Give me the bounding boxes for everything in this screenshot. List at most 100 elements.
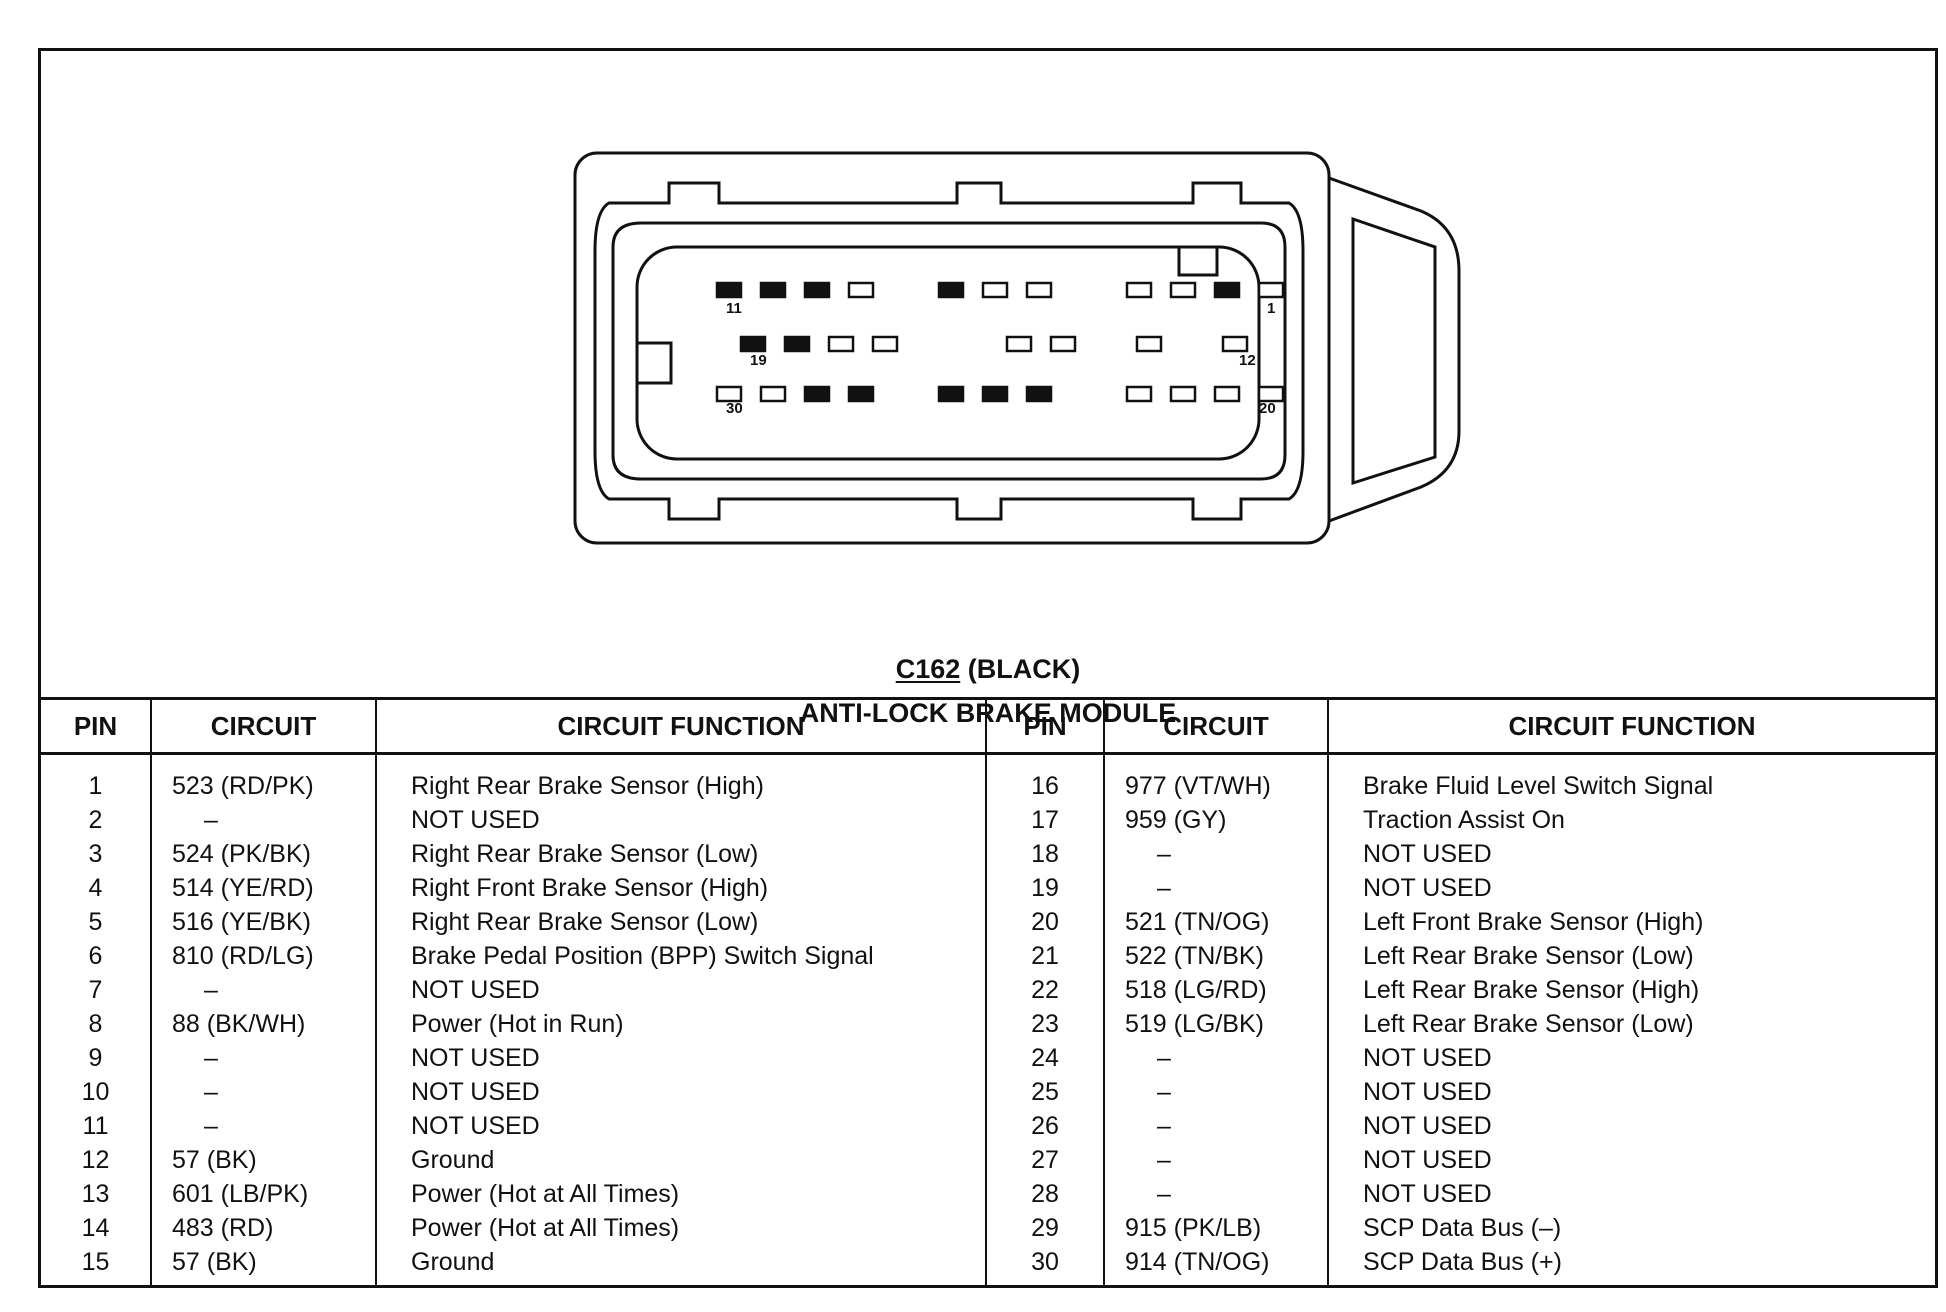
left-pin-cell: 6 — [88, 942, 103, 970]
pin-cavity-row2-4 — [871, 335, 899, 353]
right-circuit-cell: 959 (GY) — [1125, 806, 1227, 834]
pin-cavity-row2-5 — [1005, 335, 1033, 353]
left-function-cell: NOT USED — [411, 1044, 540, 1072]
left-function-cell: Right Rear Brake Sensor (Low) — [411, 908, 759, 936]
left-circuit-cell: 523 (RD/PK) — [172, 772, 314, 800]
left-pin-cell: 3 — [88, 840, 103, 868]
left-function-cell: NOT USED — [411, 806, 540, 834]
left-pin-cell: 2 — [88, 806, 103, 834]
pin-cavity-row2-6 — [1049, 335, 1077, 353]
left-function-cell: Ground — [411, 1248, 495, 1276]
left-circuit-cell: 514 (YE/RD) — [172, 874, 314, 902]
connector-housing — [573, 151, 1331, 545]
right-function-cell: NOT USED — [1363, 840, 1492, 868]
right-circuit-cell: – — [1157, 1146, 1171, 1174]
left-pin-cell: 12 — [81, 1146, 110, 1174]
right-circuit-column: 977 (VT/WH)959 (GY)––521 (TN/OG)522 (TN/… — [1103, 753, 1329, 1285]
key-slot-left — [635, 341, 673, 385]
diagram-frame: 11 1 19 12 30 20 C162 (BLACK) ANTI-LOCK … — [38, 48, 1938, 1288]
pin-field — [635, 245, 1261, 461]
pin-cavity-row3-10 — [1213, 385, 1241, 403]
left-pin-cell: 8 — [88, 1010, 103, 1038]
left-circuit-cell: – — [204, 1078, 218, 1106]
left-pin-cell: 14 — [81, 1214, 110, 1242]
left-function-cell: NOT USED — [411, 1078, 540, 1106]
right-circuit-cell: 521 (TN/OG) — [1125, 908, 1270, 936]
pin-cavity-row2-8 — [1221, 335, 1249, 353]
right-function-cell: Traction Assist On — [1363, 806, 1565, 834]
left-circuit-cell: 516 (YE/BK) — [172, 908, 311, 936]
right-pin-cell: 23 — [1031, 1010, 1059, 1038]
right-circuit-cell: 519 (LG/BK) — [1125, 1010, 1264, 1038]
left-circuit-cell: 601 (LB/PK) — [172, 1180, 309, 1208]
left-function-cell: Power (Hot in Run) — [411, 1010, 624, 1038]
pin-cavity-row3-6 — [981, 385, 1009, 403]
connector-title: C162 (BLACK) — [41, 651, 1935, 687]
left-circuit-cell: – — [204, 976, 218, 1004]
left-pin-cell: 4 — [88, 874, 103, 902]
pin-cavity-row2-1 — [739, 335, 767, 353]
right-pin-cell: 20 — [1031, 908, 1059, 936]
pin-cavity-row3-2 — [759, 385, 787, 403]
pin-cavity-row1-11 — [1257, 281, 1285, 299]
right-circuit-cell: – — [1157, 1078, 1171, 1106]
pin-cavity-row3-4 — [847, 385, 875, 403]
right-function-cell: Left Rear Brake Sensor (Low) — [1363, 1010, 1694, 1038]
left-function-cell: Power (Hot at All Times) — [411, 1214, 680, 1242]
right-circuit-cell: 518 (LG/RD) — [1125, 976, 1267, 1004]
key-slot-top — [1177, 245, 1219, 277]
right-circuit-cell: – — [1157, 1112, 1171, 1140]
right-function-cell: NOT USED — [1363, 1044, 1492, 1072]
left-circuit-cell: 57 (BK) — [172, 1248, 257, 1276]
right-function-cell: NOT USED — [1363, 874, 1492, 902]
left-pin-cell: 13 — [81, 1180, 110, 1208]
left-function-cell: Right Front Brake Sensor (High) — [411, 874, 769, 902]
connector-latch — [1328, 176, 1461, 523]
pin-cavity-row3-7 — [1025, 385, 1053, 403]
right-pin-cell: 28 — [1031, 1180, 1059, 1208]
pin-cavity-row1-2 — [759, 281, 787, 299]
pin-cavity-row3-9 — [1169, 385, 1197, 403]
right-pin-cell: 19 — [1031, 874, 1059, 902]
left-pin-cell: 5 — [88, 908, 103, 936]
pin-cavity-row1-3 — [803, 281, 831, 299]
left-circuit-cell: – — [204, 1044, 218, 1072]
right-circuit-cell: – — [1157, 840, 1171, 868]
left-function-cell: Ground — [411, 1146, 495, 1174]
right-circuit-cell: 915 (PK/LB) — [1125, 1214, 1262, 1242]
left-function-cell: Brake Pedal Position (BPP) Switch Signal — [411, 942, 874, 970]
right-function-cell: Left Front Brake Sensor (High) — [1363, 908, 1704, 936]
pin-cavity-row2-7 — [1135, 335, 1163, 353]
pin-cavity-row1-5 — [937, 281, 965, 299]
left-pin-cell: 1 — [88, 772, 103, 800]
header-circuit-left: CIRCUIT — [150, 697, 377, 755]
connector-shroud — [593, 181, 1305, 521]
header-circuit-right: CIRCUIT — [1103, 697, 1329, 755]
right-function-cell: Left Rear Brake Sensor (High) — [1363, 976, 1700, 1004]
pin-cavity-row3-8 — [1125, 385, 1153, 403]
pin-cavity-row3-1 — [715, 385, 743, 403]
left-function-cell: NOT USED — [411, 976, 540, 1004]
right-function-cell: NOT USED — [1363, 1112, 1492, 1140]
right-function-cell: NOT USED — [1363, 1180, 1492, 1208]
pin-cavity-row1-10 — [1213, 281, 1241, 299]
left-circuit-cell: 524 (PK/BK) — [172, 840, 311, 868]
pin-cavity-row3-3 — [803, 385, 831, 403]
right-pin-cell: 17 — [1031, 806, 1059, 834]
pin-cavity-row2-3 — [827, 335, 855, 353]
header-pin-right: PIN — [985, 697, 1105, 755]
right-circuit-cell: 522 (TN/BK) — [1125, 942, 1264, 970]
left-circuit-cell: 57 (BK) — [172, 1146, 257, 1174]
right-pin-cell: 27 — [1031, 1146, 1059, 1174]
left-pin-cell: 15 — [81, 1248, 110, 1276]
right-pin-cell: 21 — [1031, 942, 1059, 970]
left-circuit-column: 523 (RD/PK) – 524 (PK/BK) 514 (YE/RD) 516 (Y… — [150, 753, 377, 1285]
right-function-cell: Left Rear Brake Sensor (Low) — [1363, 942, 1694, 970]
pin-label-1: 1 — [1267, 300, 1275, 317]
right-function-cell: NOT USED — [1363, 1078, 1492, 1106]
right-circuit-cell: – — [1157, 874, 1171, 902]
pin-cavity-row1-6 — [981, 281, 1009, 299]
right-pin-cell: 24 — [1031, 1044, 1059, 1072]
left-circuit-cell: – — [204, 1112, 218, 1140]
